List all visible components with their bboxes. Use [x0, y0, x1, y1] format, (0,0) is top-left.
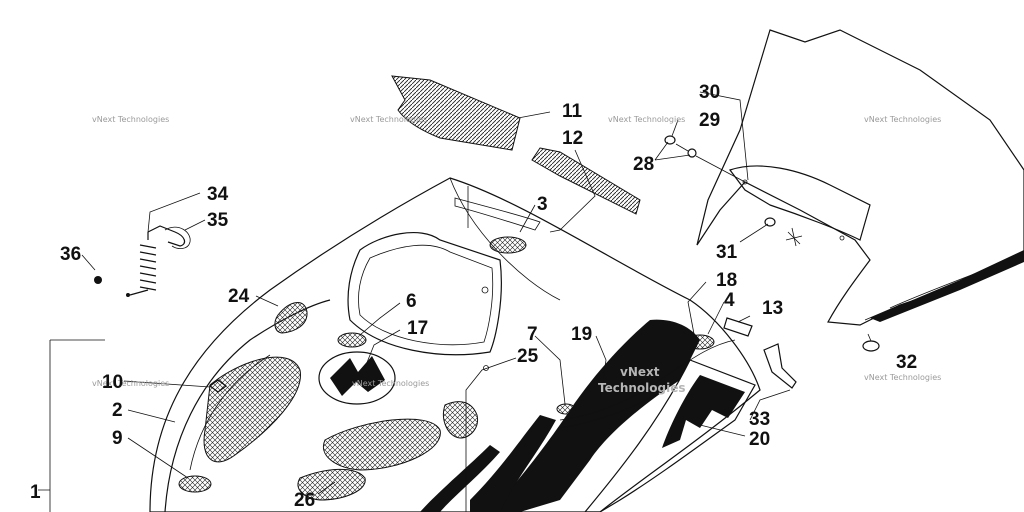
callout-31: 31: [716, 242, 738, 263]
callout-32: 32: [896, 352, 917, 373]
callout-25: 25: [517, 346, 539, 367]
callout-26: 26: [294, 490, 315, 511]
part-32: [862, 340, 880, 352]
callout-34: 34: [207, 184, 229, 205]
callout-2: 2: [112, 400, 123, 421]
watermark-big-line1: vNext: [620, 365, 660, 379]
callout-28: 28: [633, 154, 654, 175]
callout-7: 7: [527, 324, 538, 345]
watermark-text: vNext Technologies: [350, 115, 427, 124]
watermark-text: vNext Technologies: [352, 379, 429, 388]
callout-17: 17: [407, 318, 428, 339]
callouts: 1 2 3 4 6 7 9 10 11 12 13 17 18 19 20 24…: [30, 82, 917, 511]
callout-33: 33: [749, 409, 770, 430]
callout-10: 10: [102, 372, 123, 393]
callout-20: 20: [749, 429, 770, 450]
part-31: [764, 217, 803, 247]
callout-24: 24: [228, 286, 250, 307]
part-33: [763, 343, 797, 389]
leader-lines: [38, 91, 872, 512]
callout-35: 35: [207, 210, 229, 231]
part-13: [723, 317, 753, 337]
callout-29: 29: [699, 110, 720, 131]
windshield: [696, 29, 1024, 326]
windshield-hardware: [664, 135, 746, 183]
callout-36: 36: [60, 244, 81, 265]
decal-11: [391, 75, 521, 151]
watermark-text: vNext Technologies: [92, 379, 169, 388]
watermark-text: vNext Technologies: [864, 373, 941, 382]
watermark-text: vNext Technologies: [608, 115, 685, 124]
callout-12: 12: [562, 128, 583, 149]
spring-assembly: [94, 225, 191, 297]
callout-4: 4: [724, 290, 735, 311]
callout-6: 6: [406, 291, 417, 312]
watermark-text: vNext Technologies: [92, 115, 169, 124]
watermark-text: vNext Technologies: [864, 115, 941, 124]
callout-19: 19: [571, 324, 592, 345]
callout-11: 11: [562, 101, 583, 122]
callout-1: 1: [30, 482, 41, 503]
callout-30: 30: [699, 82, 720, 103]
callout-18: 18: [716, 270, 737, 291]
callout-13: 13: [762, 298, 783, 319]
callout-9: 9: [112, 428, 123, 449]
watermark-big-line2: Technologies: [598, 381, 686, 395]
watermarks: vNext Technologies vNext Technologies vN…: [92, 115, 941, 395]
callout-3: 3: [537, 194, 548, 215]
hood-assembly: [149, 177, 761, 512]
decal-12: [531, 147, 641, 215]
